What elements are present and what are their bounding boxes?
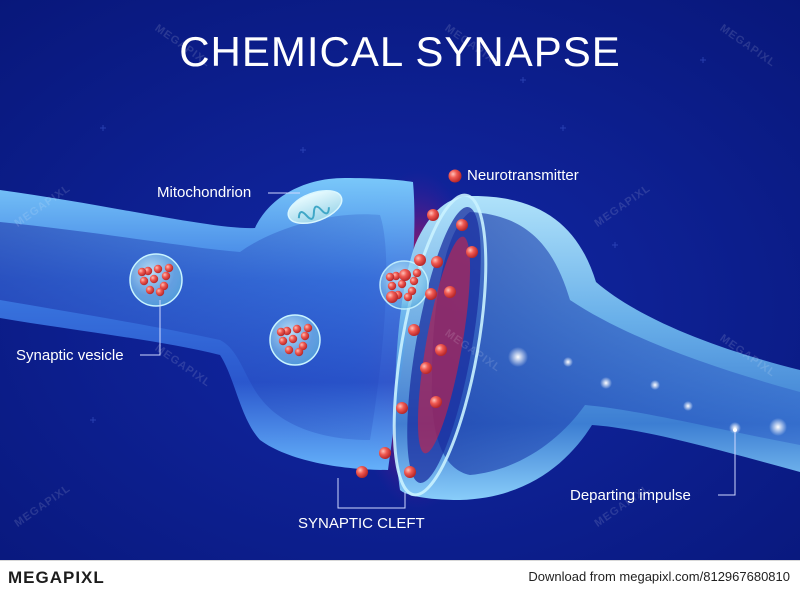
vesicle-neurotransmitter-dot: [292, 324, 302, 334]
neurotransmitter-dot: [425, 288, 437, 300]
vesicle-neurotransmitter-dot: [153, 264, 163, 274]
synaptic-vesicle-label: Synaptic vesicle: [16, 347, 124, 364]
diagram-canvas: MEGAPIXL MEGAPIXL MEGAPIXL MEGAPIXL MEGA…: [0, 0, 800, 560]
image-id: 812967680810: [703, 569, 790, 584]
vesicle-neurotransmitter-dot: [278, 336, 288, 346]
synaptic-cleft-bracket: [337, 478, 406, 509]
neurotransmitter-dot: [396, 402, 408, 414]
neurotransmitter-dot: [435, 344, 447, 356]
vesicle-neurotransmitter-dot: [403, 292, 413, 302]
impulse-spark: [650, 380, 660, 390]
vesicle-neurotransmitter-dot: [159, 281, 169, 291]
synaptic-vesicle-leader: [140, 300, 161, 356]
impulse-spark: [600, 377, 612, 389]
impulse-spark: [769, 418, 787, 436]
neurotransmitter-dot: [408, 324, 420, 336]
postsynaptic-dendrite-core: [431, 212, 800, 475]
presynaptic-axon-core: [0, 214, 387, 440]
megapixl-logo: MEGAPIXL: [8, 568, 105, 587]
departing-impulse-leader: [718, 432, 736, 496]
footer-bar: MEGAPIXL Download from megapixl.com/8129…: [0, 560, 800, 591]
neurotransmitter-dot: [414, 254, 426, 266]
departing-impulse-label: Departing impulse: [570, 487, 691, 504]
download-id-separator: /: [699, 569, 704, 584]
neurotransmitter-label: Neurotransmitter: [467, 167, 579, 184]
departing-impulse-leader-dot: [733, 428, 737, 432]
neurotransmitter-dot: [430, 396, 442, 408]
neurotransmitter-dot: [456, 219, 468, 231]
vesicle-neurotransmitter-dot: [284, 345, 294, 355]
vesicle-neurotransmitter-dot: [409, 276, 419, 286]
mitochondrion-label: Mitochondrion: [157, 184, 252, 201]
vesicle-neurotransmitter-dot: [412, 268, 422, 278]
synaptic-cleft-label: SYNAPTIC CLEFT: [298, 515, 425, 532]
impulse-spark: [683, 401, 693, 411]
neurotransmitter-dot: [431, 256, 443, 268]
vesicle-neurotransmitter-dot: [137, 267, 147, 277]
postsynaptic-membrane: [392, 193, 488, 497]
neurotransmitter-dot: [420, 362, 432, 374]
vesicle-neurotransmitter-dot: [294, 347, 304, 357]
vesicle-neurotransmitter-dot: [149, 274, 159, 284]
diagram-title: CHEMICAL SYNAPSE: [179, 28, 621, 75]
impulse-spark: [563, 357, 573, 367]
background-sparkles: [90, 57, 706, 423]
neurotransmitter-dot: [399, 269, 411, 281]
vesicle-neurotransmitter-dot: [387, 281, 397, 291]
vesicle-neurotransmitter-dot: [407, 286, 417, 296]
vesicle-neurotransmitter-dot: [155, 287, 165, 297]
vesicle-neurotransmitter-dot: [397, 279, 407, 289]
neurotransmitter-dot: [386, 291, 398, 303]
neurotransmitter-dot: [427, 209, 439, 221]
vesicle-neurotransmitter-dot: [288, 334, 298, 344]
neurotransmitter-dot: [379, 447, 391, 459]
vesicle-neurotransmitter-dot: [385, 272, 395, 282]
download-text: Download from megapixl.com: [528, 569, 700, 584]
synapse-illustration: [0, 0, 800, 560]
vesicle-neurotransmitter-dot: [276, 327, 286, 337]
download-notice: Download from megapixl.com/812967680810: [528, 569, 790, 584]
vesicle-neurotransmitter-dot: [298, 341, 308, 351]
vesicle-neurotransmitter-dot: [161, 271, 171, 281]
neurotransmitter-dot: [444, 286, 456, 298]
vesicle-neurotransmitter-dot: [303, 323, 313, 333]
impulse-spark: [508, 347, 528, 367]
leader-lines: [140, 192, 736, 509]
neurotransmitter-dot: [404, 466, 416, 478]
neurotransmitter-dot: [466, 246, 478, 258]
vesicle-neurotransmitter-dot: [164, 263, 174, 273]
vesicle-neurotransmitter-dot: [139, 276, 149, 286]
released-neurotransmitters: [356, 209, 478, 478]
vesicle-neurotransmitter-dot: [300, 331, 310, 341]
departing-impulse-sparks: [508, 347, 787, 436]
mitochondrion: [287, 189, 343, 225]
neurotransmitter-legend-dot: [448, 169, 462, 183]
neurotransmitter-dot: [356, 466, 368, 478]
vesicle-neurotransmitter-dot: [145, 285, 155, 295]
